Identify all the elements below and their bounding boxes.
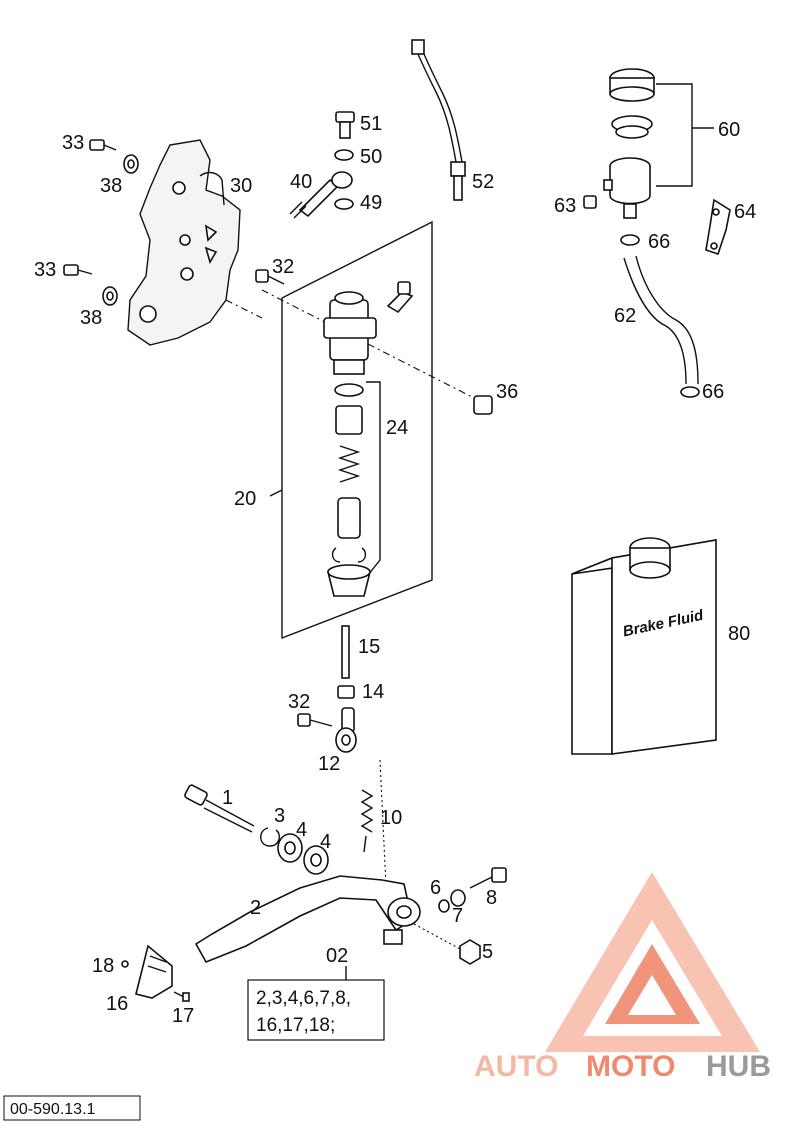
pin-18 [121, 960, 129, 968]
pedal-step-16 [135, 944, 173, 999]
washer-38-lower [102, 286, 118, 306]
label-33-lower: 33 [34, 259, 56, 281]
bracket-60 [656, 83, 714, 187]
label-32-lower: 32 [288, 691, 310, 713]
brake-fluid-can-80: Brake Fluid [571, 537, 717, 755]
label-49: 49 [360, 192, 382, 214]
automotohub-logo [545, 872, 760, 1052]
watermark-auto: AUTO [474, 1050, 558, 1083]
brake-guard [127, 139, 241, 346]
hose-clamp-66-upper [620, 234, 640, 246]
label-12: 12 [318, 753, 340, 775]
label-63: 63 [554, 195, 576, 217]
label-5: 5 [482, 941, 493, 963]
piston-set-24 [326, 383, 372, 597]
label-66-upper: 66 [648, 231, 670, 253]
label-8: 8 [486, 887, 497, 909]
bearing-4-a [277, 833, 303, 863]
master-cylinder-kit-20 [269, 220, 433, 640]
washer-7 [450, 889, 466, 907]
screw-63 [583, 195, 597, 209]
bracket-24 [366, 381, 381, 576]
label-20: 20 [234, 488, 256, 510]
label-66-lower: 66 [702, 381, 724, 403]
figure-code: 00-590.13.1 [10, 1101, 96, 1118]
label-50: 50 [360, 146, 382, 168]
label-64: 64 [734, 201, 756, 223]
label-18: 18 [92, 955, 114, 977]
label-2: 2 [250, 897, 261, 919]
bolt-8 [469, 867, 507, 889]
label-33-upper: 33 [62, 132, 84, 154]
clip-36 [473, 395, 493, 415]
label-17: 17 [172, 1005, 194, 1027]
bolt-33-lower [63, 264, 93, 276]
nut-5 [459, 939, 481, 965]
bearing-4-b [303, 845, 329, 875]
washer-49 [334, 198, 354, 210]
kit-box-02 [247, 966, 385, 1041]
label-6: 6 [430, 877, 441, 899]
screw-17 [173, 991, 190, 1002]
brake-light-switch-52 [411, 39, 466, 201]
label-16: 16 [106, 993, 128, 1015]
watermark-moto: MOTO [586, 1050, 675, 1083]
bolt-33-upper [89, 139, 117, 151]
screw-32-lower [297, 713, 333, 727]
label-10: 10 [380, 807, 402, 829]
figure-code-box: 00-590.13.1 [3, 1095, 141, 1121]
hose-clamp-66-lower [680, 386, 700, 398]
circlip-3 [260, 827, 281, 847]
banjo-fitting-40 [289, 171, 353, 219]
screw-32-upper [255, 269, 285, 285]
elbow-fitting [386, 281, 414, 314]
brake-hose-62 [623, 255, 699, 385]
label-4-b: 4 [320, 831, 331, 853]
label-80: 80 [728, 623, 750, 645]
nut-14 [337, 685, 355, 699]
banjo-bolt-51 [335, 111, 355, 139]
washer-38-upper [123, 154, 139, 174]
reservoir-diaphragm [611, 115, 653, 139]
label-62: 62 [614, 305, 636, 327]
label-51: 51 [360, 113, 382, 135]
label-38-lower: 38 [80, 307, 102, 329]
label-3: 3 [274, 805, 285, 827]
label-7: 7 [452, 905, 463, 927]
kit-label: 02 [326, 945, 348, 967]
label-60: 60 [718, 119, 740, 141]
label-14: 14 [362, 681, 384, 703]
reservoir-cap-60 [609, 68, 655, 102]
watermark-text: AUTO MOTO HUB [474, 1050, 771, 1083]
label-32-upper: 32 [272, 256, 294, 278]
label-4-a: 4 [296, 819, 307, 841]
master-cylinder-body [323, 291, 377, 375]
brake-pedal-2 [194, 875, 421, 964]
washer-6 [438, 899, 450, 913]
label-30: 30 [230, 175, 252, 197]
kit-line-1: 2,3,4,6,7,8, [256, 988, 351, 1009]
part-labels: 33 38 30 33 38 51 50 40 49 52 32 36 24 2… [34, 113, 756, 1027]
push-rod-15 [341, 625, 350, 679]
label-52: 52 [472, 171, 494, 193]
kit-line-2: 16,17,18; [256, 1015, 335, 1036]
holder-64 [705, 198, 731, 256]
washer-50 [334, 149, 354, 161]
label-36: 36 [496, 381, 518, 403]
clevis-12 [335, 707, 357, 753]
label-40: 40 [290, 171, 312, 193]
label-38-upper: 38 [100, 175, 122, 197]
reservoir-body [603, 157, 651, 219]
label-1: 1 [222, 787, 233, 809]
watermark-hub: HUB [706, 1050, 771, 1083]
label-15: 15 [358, 636, 380, 658]
label-24: 24 [386, 417, 408, 439]
pivot-bolt-1 [184, 784, 255, 833]
return-spring-10 [360, 789, 374, 853]
